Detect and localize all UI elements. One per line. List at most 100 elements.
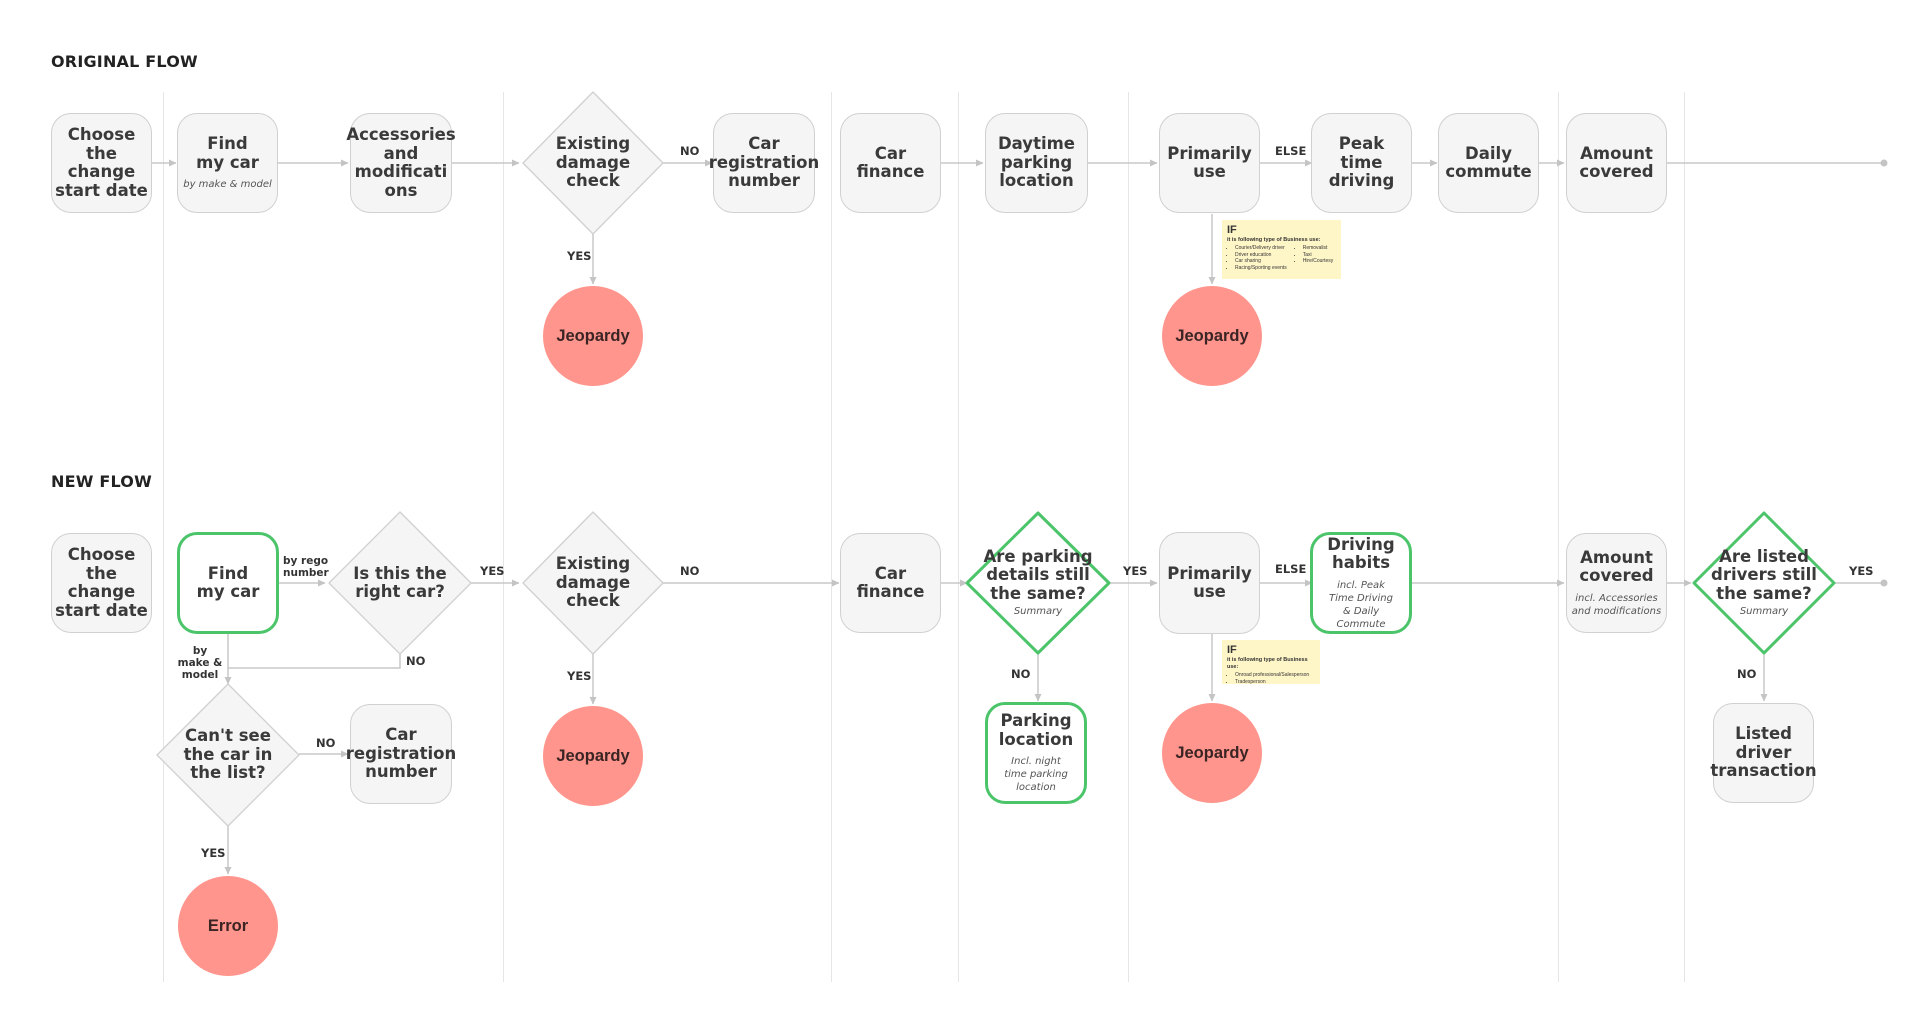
- node-peak-time[interactable]: Peak time driving: [1311, 113, 1412, 213]
- node-label: Accessories and modificati ons: [346, 125, 456, 200]
- node-sublabel: incl. Accessories and modifications: [1571, 592, 1662, 617]
- decision-diamond-drivers: [1692, 511, 1836, 655]
- node-sublabel: Incl. night time parking location: [1004, 756, 1068, 793]
- node-label: Car finance: [856, 563, 925, 601]
- decision-sublabel: Summary: [1013, 606, 1063, 618]
- section-heading-original: ORIGINAL FLOW: [51, 52, 198, 71]
- decision-diamond-damage-new: [522, 511, 664, 655]
- jeopardy-circle[interactable]: Jeopardy: [543, 286, 643, 386]
- note-text: it is following type of Business use:: [1227, 237, 1321, 243]
- decision-existing-damage-new[interactable]: Existing damage check: [543, 533, 643, 633]
- node-primarily-use[interactable]: Primarily use: [1159, 113, 1260, 213]
- decision-parking-details[interactable]: Are parking details still the same? Summ…: [983, 533, 1093, 633]
- node-label: Choose the change start date: [55, 125, 148, 200]
- edge-label-else: ELSE: [1275, 144, 1307, 158]
- node-car-registration[interactable]: Car registration number: [709, 113, 819, 213]
- note-item: Hire/Courtesy: [1303, 258, 1334, 265]
- node-label: Daily commute: [1445, 143, 1532, 181]
- node-amount-covered[interactable]: Amount covered: [1566, 113, 1667, 213]
- edge-label-no: NO: [406, 654, 426, 668]
- decision-label: Existing damage check: [555, 134, 631, 191]
- edge-label-by-make: by make & model: [177, 645, 223, 681]
- edge-label-no: NO: [680, 144, 700, 158]
- connector: [227, 634, 401, 669]
- node-label: Car registration number: [708, 134, 820, 191]
- node-parking-location[interactable]: Parking location Incl. night time parkin…: [985, 702, 1087, 804]
- decision-sublabel: Summary: [1739, 606, 1789, 618]
- lane-separator: [1128, 92, 1129, 982]
- edge-label-by-rego: by rego number: [283, 555, 329, 579]
- error-circle[interactable]: Error: [178, 876, 278, 976]
- decision-label: Are listed drivers still the same?: [1711, 546, 1817, 603]
- jeopardy-circle[interactable]: Jeopardy: [1162, 703, 1262, 803]
- edge-label-yes: YES: [567, 669, 592, 683]
- flow-end-dot: [1880, 579, 1888, 587]
- decision-diamond-cant-see: [156, 683, 300, 827]
- node-choose-start-date[interactable]: Choose the change start date: [51, 113, 152, 213]
- jeopardy-circle[interactable]: Jeopardy: [1162, 286, 1262, 386]
- section-heading-new: NEW FLOW: [51, 472, 152, 491]
- note-item: Removalist: [1303, 245, 1334, 252]
- node-label: Peak time driving: [1328, 134, 1395, 191]
- decision-label: Can't see the car in the list?: [183, 726, 273, 783]
- node-label: Driving habits: [1327, 534, 1395, 572]
- jeopardy-circle[interactable]: Jeopardy: [543, 706, 643, 806]
- node-daytime-parking[interactable]: Daytime parking location: [985, 113, 1088, 213]
- node-accessories[interactable]: Accessories and modificati ons: [346, 113, 456, 213]
- node-label: Parking location: [998, 711, 1074, 749]
- node-car-registration-new[interactable]: Car registration number: [346, 704, 456, 804]
- edge-label-no: NO: [1011, 667, 1031, 681]
- node-amount-covered-new[interactable]: Amount covered incl. Accessories and mod…: [1566, 533, 1667, 633]
- node-daily-commute[interactable]: Daily commute: [1438, 113, 1539, 213]
- note-item: Courier/Delivery driver: [1235, 245, 1287, 252]
- decision-existing-damage[interactable]: Existing damage check: [543, 113, 643, 213]
- edge-label-yes: YES: [201, 846, 226, 860]
- edge-label-yes: YES: [1123, 564, 1148, 578]
- node-label: Car registration number: [345, 725, 457, 782]
- node-choose-start-date-new[interactable]: Choose the change start date: [51, 533, 152, 633]
- note-item: Driver education: [1235, 252, 1287, 259]
- edge-label-no: NO: [1737, 667, 1757, 681]
- lane-separator: [958, 92, 959, 982]
- node-label: Find my car: [196, 134, 259, 172]
- node-car-finance-new[interactable]: Car finance: [840, 533, 941, 633]
- node-sublabel: by make & model: [183, 179, 272, 190]
- edge-label-no: NO: [680, 564, 700, 578]
- note-item: Onroad professional/Salesperson: [1235, 672, 1315, 679]
- lane-separator: [163, 92, 164, 982]
- node-label: Primarily use: [1167, 563, 1252, 601]
- lane-separator: [831, 92, 832, 982]
- node-label: Find my car: [196, 563, 260, 601]
- node-label: Amount covered: [1579, 143, 1654, 181]
- sticky-note-business-use: IF it is following type of Business use:…: [1222, 220, 1341, 279]
- lane-separator: [1684, 92, 1685, 982]
- note-item: Racing/Sporting events: [1235, 265, 1287, 272]
- node-sublabel: incl. Peak Time Driving & Daily Commute: [1329, 579, 1393, 630]
- decision-cant-see-car[interactable]: Can't see the car in the list?: [178, 705, 278, 805]
- node-label: Primarily use: [1167, 143, 1252, 181]
- node-find-my-car-new[interactable]: Find my car: [177, 532, 279, 634]
- edge-label-yes: YES: [567, 249, 592, 263]
- node-label: Choose the change start date: [55, 545, 148, 620]
- decision-listed-drivers[interactable]: Are listed drivers still the same? Summa…: [1709, 533, 1819, 633]
- decision-label: Is this the right car?: [353, 563, 447, 601]
- note-title: IF: [1227, 644, 1237, 656]
- sticky-note-business-use-new: IF it is following type of Business use:…: [1222, 640, 1320, 686]
- note-text: it is following type of Business use:: [1227, 657, 1308, 670]
- node-car-finance[interactable]: Car finance: [840, 113, 941, 213]
- note-title: IF: [1227, 224, 1237, 236]
- node-label: Listed driver transaction: [1710, 724, 1817, 781]
- lane-separator: [503, 92, 504, 982]
- note-item: Car sharing: [1235, 258, 1287, 265]
- flow-end-dot: [1880, 159, 1888, 167]
- decision-label: Are parking details still the same?: [983, 546, 1093, 603]
- decision-label: Existing damage check: [555, 554, 631, 611]
- node-driving-habits[interactable]: Driving habits incl. Peak Time Driving &…: [1310, 532, 1412, 634]
- decision-diamond-damage-original: [522, 91, 664, 235]
- node-primarily-use-new[interactable]: Primarily use: [1159, 532, 1260, 634]
- decision-right-car[interactable]: Is this the right car?: [350, 533, 450, 633]
- node-listed-driver-transaction[interactable]: Listed driver transaction: [1710, 703, 1817, 803]
- note-item: Tradesperson: [1235, 679, 1315, 686]
- node-find-my-car[interactable]: Find my car by make & model: [177, 113, 278, 213]
